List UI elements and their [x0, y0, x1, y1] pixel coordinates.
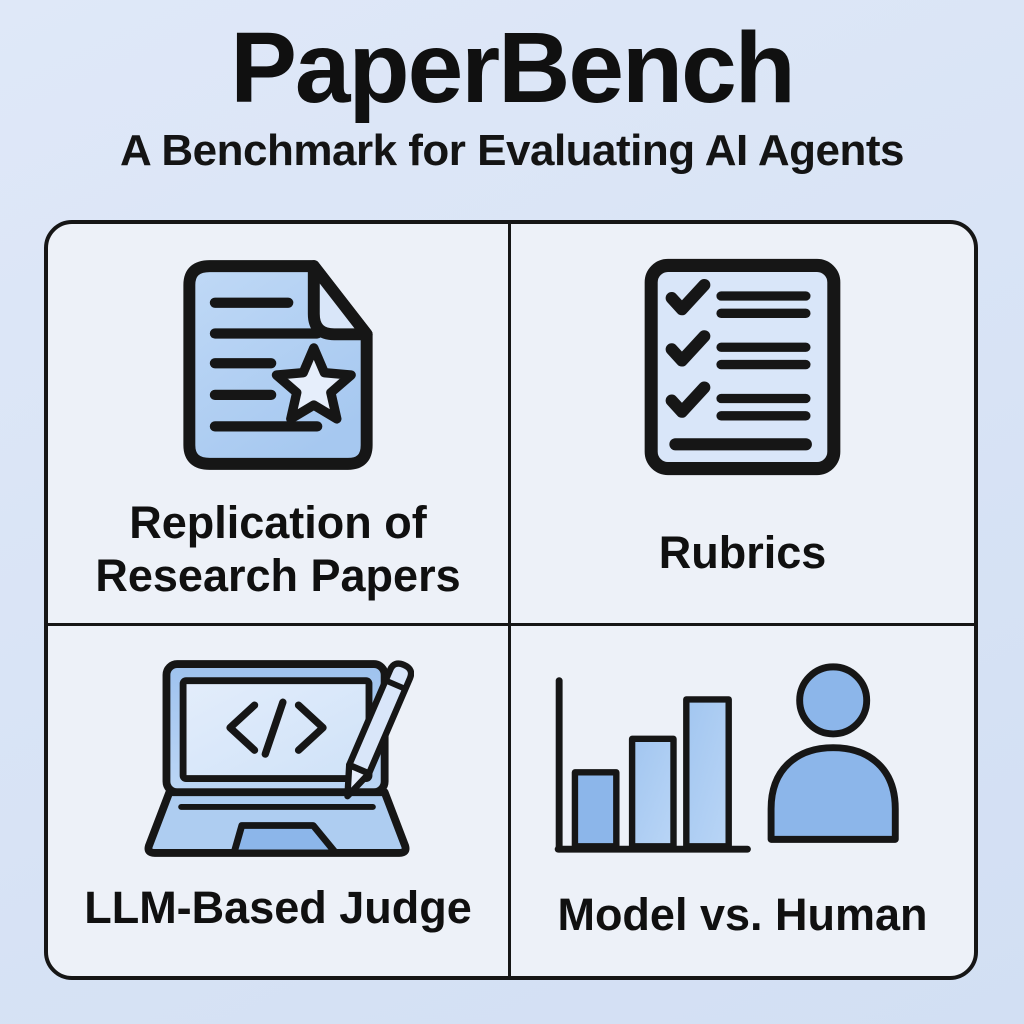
quadrant-label-replication: Replication of Research Papers: [95, 496, 461, 601]
quadrant-model-vs-human: Model vs. Human: [511, 626, 974, 976]
quadrant-llm-judge: LLM-Based Judge: [48, 626, 511, 976]
quadrant-replication: Replication of Research Papers: [48, 224, 511, 626]
quadrant-label-llm-judge: LLM-Based Judge: [84, 882, 472, 934]
checklist-icon: [644, 258, 841, 476]
bar-chart-person-icon: [554, 663, 899, 853]
quadrant-grid: Replication of Research Papers Rubrics: [44, 220, 978, 980]
quadrant-label-model-vs-human: Model vs. Human: [557, 889, 928, 941]
page-subtitle: A Benchmark for Evaluating AI Agents: [120, 126, 904, 175]
laptop-code-pencil-icon: [144, 660, 414, 857]
page-title: PaperBench: [230, 12, 796, 124]
quadrant-rubrics: Rubrics: [511, 224, 974, 626]
header: PaperBench A Benchmark for Evaluating AI…: [0, 0, 1024, 176]
document-star-icon: [183, 260, 373, 470]
quadrant-label-rubrics: Rubrics: [658, 527, 827, 579]
